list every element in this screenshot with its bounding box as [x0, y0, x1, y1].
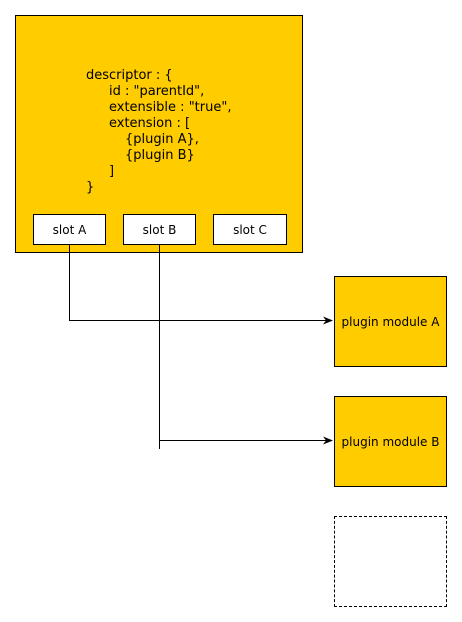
connector-slot-a-to-plugin-a [69, 245, 333, 325]
descriptor-line: extensible : "true", [109, 100, 232, 115]
descriptor-line: extension : [ [109, 116, 191, 131]
host-module-box: descriptor : { id : "parentId", extensib… [15, 15, 303, 253]
slot-b: slot B [123, 214, 196, 245]
descriptor-line: descriptor : { [86, 68, 173, 83]
descriptor-line: id : "parentId", [109, 84, 205, 99]
plugin-module-b: plugin module B [334, 396, 447, 487]
slot-a: slot A [33, 214, 106, 245]
descriptor-line: {plugin B} [125, 148, 195, 163]
descriptor-line: ] [109, 164, 115, 179]
descriptor-line: } [86, 180, 95, 195]
plugin-module-a: plugin module A [334, 276, 447, 367]
slot-c: slot C [213, 214, 287, 245]
descriptor-line: {plugin A}, [125, 132, 199, 147]
empty-plugin-placeholder [334, 516, 447, 607]
